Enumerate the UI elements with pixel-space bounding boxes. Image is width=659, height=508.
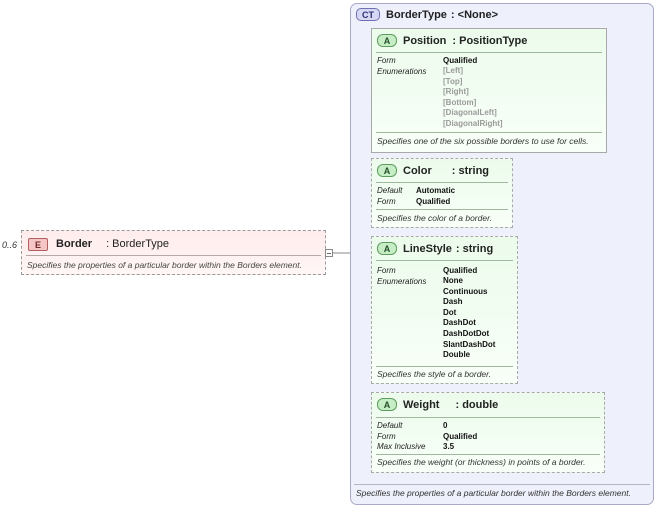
attribute-badge-icon: A	[377, 164, 397, 177]
attribute-divider	[376, 366, 513, 367]
complex-type-divider	[354, 484, 650, 485]
attribute-name: Weight	[403, 398, 440, 411]
attribute-badge-icon: A	[377, 34, 397, 47]
attribute-name: LineStyle	[403, 242, 452, 255]
attribute-description: Specifies the weight (or thickness) in p…	[377, 457, 586, 467]
attribute-divider	[376, 209, 508, 210]
element-badge-icon: E	[28, 237, 48, 251]
attribute-type: : string	[455, 242, 494, 255]
attribute-description: Specifies the color of a border.	[377, 213, 492, 223]
attribute-divider	[376, 454, 600, 455]
attribute-name: Color	[403, 164, 432, 177]
element-type: : BorderType	[106, 238, 170, 250]
attribute-divider	[376, 182, 508, 183]
enumeration-list: [Left] [Top] [Right] [Bottom] [DiagonalL…	[443, 66, 503, 128]
complex-type-badge-icon: CT	[356, 8, 380, 21]
attribute-divider	[376, 132, 602, 133]
attribute-badge-icon: A	[377, 242, 397, 255]
attribute-type: : PositionType	[452, 34, 528, 47]
element-divider	[26, 255, 321, 256]
attribute-divider	[376, 260, 513, 261]
complex-type-name: BorderType	[386, 8, 447, 21]
attribute-description: Specifies one of the six possible border…	[377, 136, 589, 146]
attribute-type: : string	[451, 164, 490, 177]
attribute-description: Specifies the style of a border.	[377, 369, 492, 379]
occurrence-label: 0..6	[2, 240, 18, 250]
complex-type-description: Specifies the properties of a particular…	[356, 488, 631, 498]
complex-type-base: : <None>	[450, 8, 498, 21]
element-name: Border	[56, 238, 93, 250]
attribute-divider	[376, 52, 602, 53]
element-description: Specifies the properties of a particular…	[27, 260, 302, 270]
enumeration-list: None Continuous Dash Dot DashDot DashDot…	[443, 276, 496, 360]
attribute-type: : double	[455, 398, 499, 411]
attribute-badge-icon: A	[377, 398, 397, 411]
attribute-divider	[376, 417, 600, 418]
collapse-toggle-icon[interactable]	[325, 249, 333, 257]
attribute-name: Position	[403, 34, 447, 47]
element-border[interactable]: E Border : BorderType Specifies the prop…	[21, 230, 326, 275]
